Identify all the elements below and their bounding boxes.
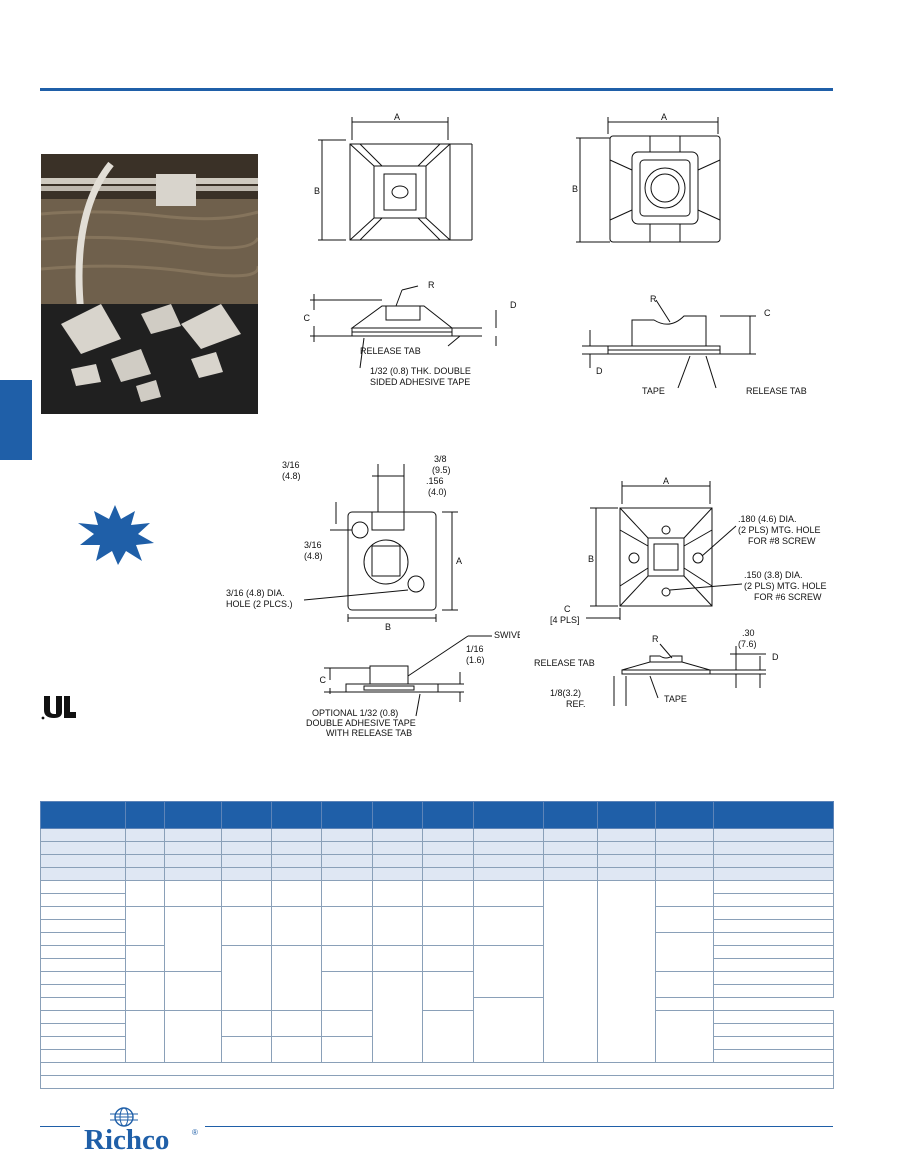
dim-r: R bbox=[428, 280, 435, 290]
table-footnote-row bbox=[40, 1075, 834, 1089]
section-tab bbox=[0, 380, 32, 460]
dim-316-top: 3/16 bbox=[282, 460, 300, 470]
swivel-label: SWIVEL bbox=[494, 630, 520, 640]
dim-116-mm: (1.6) bbox=[466, 655, 485, 665]
dim-116: 1/16 bbox=[466, 644, 484, 654]
spec-table bbox=[40, 801, 834, 1089]
table-row bbox=[40, 867, 834, 881]
hole-label-line1: 3/16 (4.8) DIA. bbox=[226, 588, 285, 598]
optional-tape-line2: DOUBLE ADHESIVE TAPE bbox=[306, 718, 416, 728]
table-row bbox=[40, 1010, 834, 1063]
hole6-label-line3: FOR #6 SCREW bbox=[754, 592, 822, 602]
dim-d: D bbox=[596, 366, 603, 376]
tape-label-line1: 1/32 (0.8) THK. DOUBLE bbox=[370, 366, 471, 376]
hole8-label-line1: .180 (4.6) DIA. bbox=[738, 514, 797, 524]
dim-r: R bbox=[652, 634, 659, 644]
table-row bbox=[40, 1049, 834, 1063]
logo-text: Richco bbox=[84, 1124, 169, 1153]
dim-b: B bbox=[314, 186, 320, 196]
richco-logo: Richco ® bbox=[82, 1105, 202, 1156]
dim-a: A bbox=[663, 476, 669, 486]
dim-b: B bbox=[572, 184, 578, 194]
dim-a: A bbox=[456, 556, 462, 566]
table-row bbox=[40, 971, 834, 1063]
drawing-bottom-right: A B C [4 PLS] .180 (4.6) DIA. (2 PLS) MT… bbox=[530, 470, 850, 715]
table-header-row bbox=[40, 801, 834, 829]
dim-a: A bbox=[661, 112, 667, 122]
drawing-top-left: A B C D R RELEASE TAB 1/32 (0.8) THK. DO… bbox=[300, 110, 540, 390]
dim-38: 3/8 bbox=[434, 454, 447, 464]
dim-30: .30 bbox=[742, 628, 755, 638]
dim-c: C bbox=[304, 313, 311, 323]
globe-icon bbox=[110, 1107, 138, 1127]
hole6-label-line2: (2 PLS) MTG. HOLE bbox=[744, 581, 827, 591]
dim-316-side-mm: (4.8) bbox=[304, 551, 323, 561]
dim-c: C bbox=[764, 308, 771, 318]
dim-30-mm: (7.6) bbox=[738, 639, 757, 649]
footer-rule bbox=[205, 1126, 833, 1127]
hole8-label-line3: FOR #8 SCREW bbox=[748, 536, 816, 546]
dim-c: C bbox=[320, 675, 327, 685]
dim-156: .156 bbox=[426, 476, 444, 486]
dim-c-note: [4 PLS] bbox=[550, 615, 580, 625]
dim-316-side: 3/16 bbox=[304, 540, 322, 550]
table-row bbox=[40, 854, 834, 868]
table-row bbox=[40, 932, 834, 972]
new-starburst-icon bbox=[74, 505, 156, 565]
logo-registered: ® bbox=[192, 1128, 198, 1137]
ul-recognized-icon bbox=[40, 692, 80, 720]
footer-rule-left bbox=[40, 1126, 80, 1127]
dim-r: R bbox=[650, 294, 657, 304]
tape-label-line2: SIDED ADHESIVE TAPE bbox=[370, 377, 470, 387]
dim-a: A bbox=[394, 112, 400, 122]
tape-label: TAPE bbox=[664, 694, 687, 704]
release-tab-label: RELEASE TAB bbox=[360, 346, 421, 356]
table-footnote-row bbox=[40, 1062, 834, 1076]
dim-d: D bbox=[772, 652, 779, 662]
release-tab-label: RELEASE TAB bbox=[746, 386, 807, 396]
tape-label: TAPE bbox=[642, 386, 665, 396]
drawing-top-right: A B C D R TAPE RELEASE TAB bbox=[560, 110, 840, 400]
hole6-label-line1: .150 (3.8) DIA. bbox=[744, 570, 803, 580]
dim-d: D bbox=[510, 300, 517, 310]
hole8-label-line2: (2 PLS) MTG. HOLE bbox=[738, 525, 821, 535]
dim-156-mm: (4.0) bbox=[428, 487, 447, 497]
table-row bbox=[40, 828, 834, 842]
hole-label-line2: HOLE (2 PLCS.) bbox=[226, 599, 293, 609]
table-row bbox=[40, 880, 834, 1063]
dim-38-mm: (9.5) bbox=[432, 465, 451, 475]
dim-316-top-mm: (4.8) bbox=[282, 471, 301, 481]
dim-18-ref: REF. bbox=[566, 699, 586, 709]
dim-b: B bbox=[385, 622, 391, 632]
product-photo bbox=[41, 154, 258, 414]
table-row bbox=[40, 906, 834, 972]
optional-tape-line3: WITH RELEASE TAB bbox=[326, 728, 412, 738]
release-tab-label: RELEASE TAB bbox=[534, 658, 595, 668]
drawing-bottom-left: 3/16 (4.8) 3/8 (9.5) .156 (4.0) 3/16 (4.… bbox=[220, 450, 528, 745]
optional-tape-line1: OPTIONAL 1/32 (0.8) bbox=[312, 708, 398, 718]
table-row bbox=[40, 841, 834, 855]
table-row bbox=[40, 945, 834, 1011]
header-rule bbox=[40, 88, 833, 91]
dim-c: C bbox=[564, 604, 571, 614]
dim-18: 1/8(3.2) bbox=[550, 688, 581, 698]
dim-b: B bbox=[588, 554, 594, 564]
